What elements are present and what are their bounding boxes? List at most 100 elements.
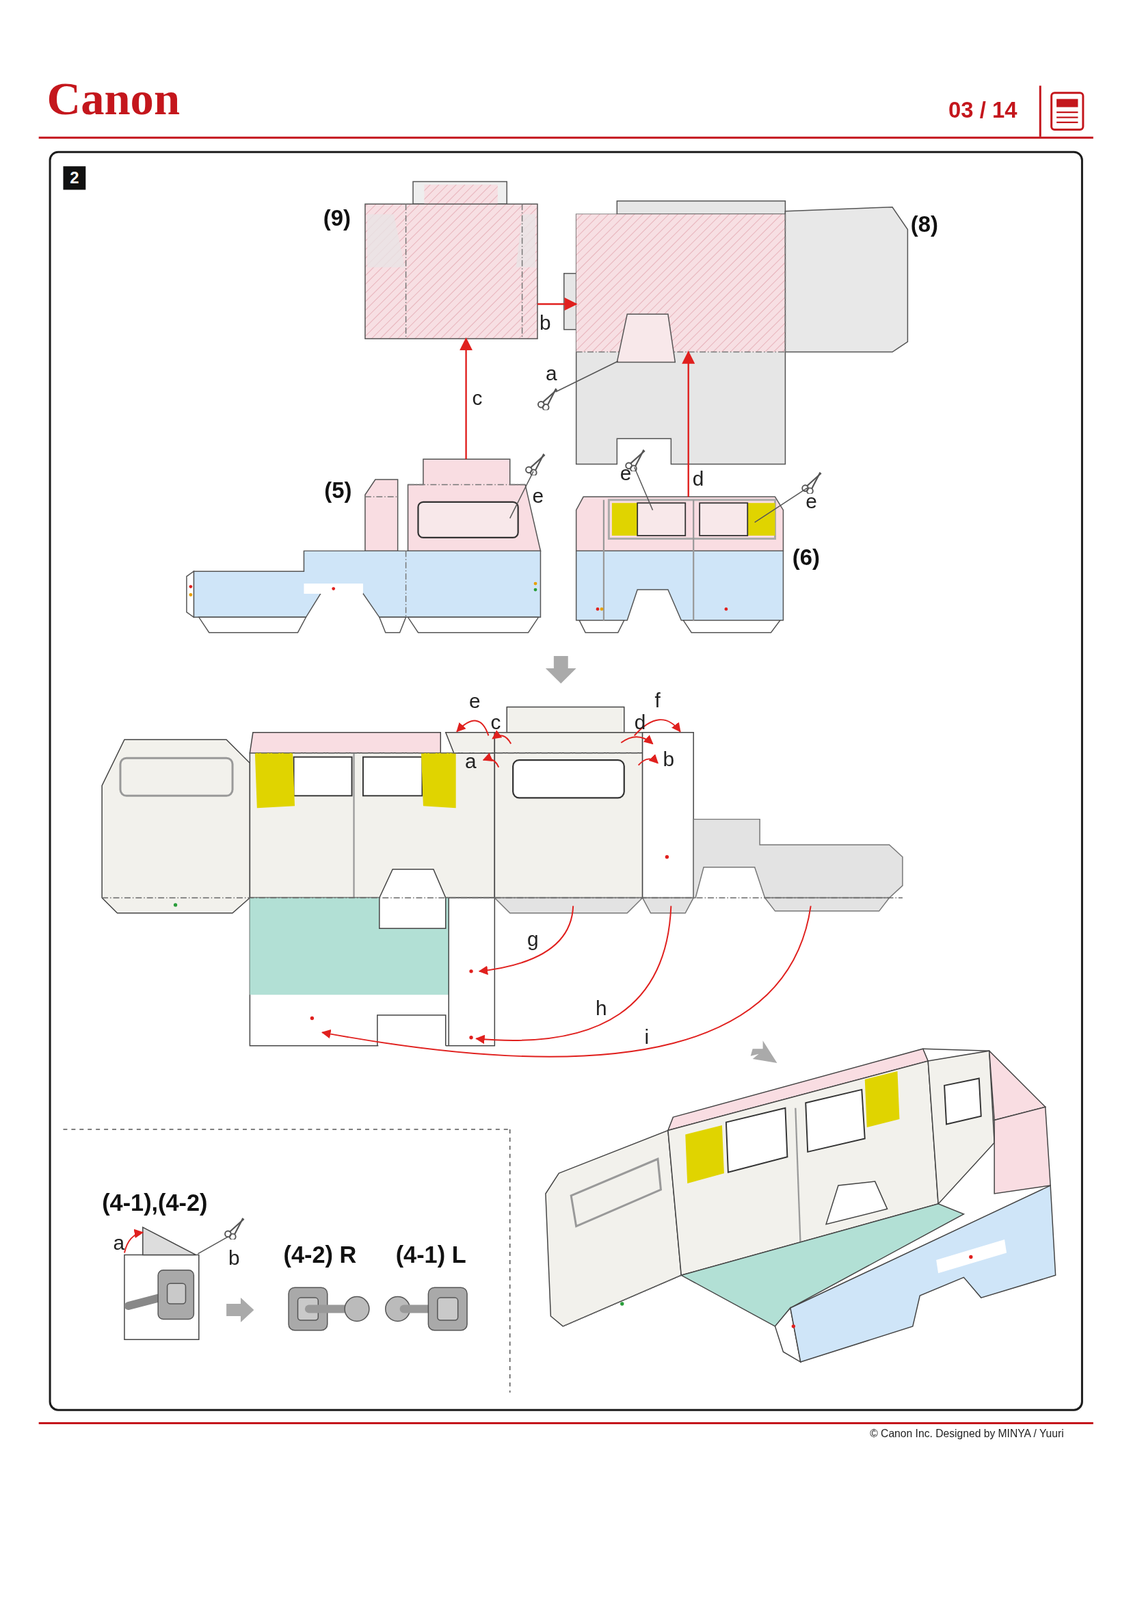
mirror-plate bbox=[437, 1297, 459, 1320]
glue-dot bbox=[331, 586, 336, 591]
glue-dot bbox=[534, 581, 538, 586]
mirror-flap bbox=[142, 1226, 197, 1255]
page-icon bbox=[1051, 92, 1084, 130]
mirror-arm bbox=[309, 1304, 349, 1313]
side-panel bbox=[576, 550, 784, 620]
part-nine: (9) bbox=[365, 203, 538, 339]
wheel-notch bbox=[378, 1014, 446, 1047]
step-letter: h bbox=[595, 997, 608, 1019]
step-letter: a bbox=[113, 1232, 126, 1253]
leader-line bbox=[754, 487, 809, 523]
page-icon-bar bbox=[1056, 99, 1078, 108]
part-number: (6) bbox=[792, 546, 820, 569]
window bbox=[294, 756, 353, 796]
end-panel bbox=[494, 752, 643, 898]
glue-dot bbox=[310, 1016, 314, 1020]
step-letter: c bbox=[490, 711, 501, 733]
part-outline bbox=[576, 214, 786, 464]
step-letter: e bbox=[469, 690, 481, 712]
fold-arrow bbox=[638, 759, 658, 766]
glue-tab bbox=[413, 181, 507, 204]
assembly-arrow bbox=[687, 352, 690, 498]
window-outline bbox=[120, 757, 233, 796]
mirror-plate bbox=[167, 1282, 186, 1304]
step-letter: i bbox=[644, 1025, 650, 1047]
part-number: (4-2) R bbox=[283, 1243, 357, 1267]
roof-panel bbox=[365, 479, 398, 551]
panel-line bbox=[795, 1107, 801, 1248]
fold-arrow bbox=[322, 905, 811, 1056]
glue-dot bbox=[596, 607, 600, 611]
glue-area bbox=[576, 214, 786, 352]
window bbox=[805, 1089, 866, 1152]
scissors-symbol bbox=[802, 471, 822, 494]
glue-tab bbox=[379, 616, 407, 632]
fold-line bbox=[576, 351, 786, 353]
tape bbox=[255, 752, 295, 809]
part-number: (9) bbox=[323, 207, 351, 230]
fold-line bbox=[521, 203, 523, 339]
mirror-mount bbox=[344, 1296, 370, 1322]
fold-arrow bbox=[620, 736, 653, 744]
glue-tab bbox=[408, 616, 539, 632]
glue-dot bbox=[968, 1254, 973, 1259]
glue-tab bbox=[186, 570, 194, 617]
part-number: (5) bbox=[324, 479, 352, 502]
tape-guide bbox=[608, 499, 775, 539]
roof-3d bbox=[923, 1048, 1046, 1120]
part-outline bbox=[365, 203, 538, 339]
glue-tab bbox=[765, 897, 890, 911]
fold-line bbox=[101, 897, 903, 898]
tape bbox=[865, 1070, 900, 1127]
side-flap bbox=[367, 214, 405, 268]
part-number: (4-1),(4-2) bbox=[101, 1191, 208, 1215]
glue-dot bbox=[665, 854, 669, 859]
panel-line bbox=[352, 752, 355, 898]
glue-tab bbox=[683, 620, 781, 633]
page-icon-line bbox=[1056, 116, 1078, 118]
glue-tab bbox=[494, 897, 643, 913]
scissors-symbol bbox=[538, 388, 558, 411]
fold-line bbox=[784, 214, 786, 352]
glue-area bbox=[423, 184, 498, 204]
roof-strip bbox=[494, 732, 643, 753]
glue-tab bbox=[616, 201, 785, 215]
mirror-sheet bbox=[124, 1254, 199, 1339]
end-wall-3d bbox=[927, 1050, 995, 1204]
divider bbox=[62, 1128, 510, 1129]
glue-dot bbox=[469, 968, 473, 973]
panel-line bbox=[603, 499, 605, 621]
wheel-notch bbox=[826, 1180, 887, 1224]
glue-tab bbox=[564, 273, 577, 330]
mirror-plate bbox=[428, 1286, 468, 1330]
window bbox=[512, 759, 625, 798]
glue-dot bbox=[600, 607, 604, 611]
leader-line bbox=[555, 361, 619, 392]
leader-line bbox=[197, 1236, 229, 1254]
glue-dot bbox=[189, 584, 193, 589]
step-arrow bbox=[545, 655, 577, 684]
fold-line bbox=[405, 203, 407, 339]
tape bbox=[421, 752, 457, 809]
part-number: (4-1) L bbox=[395, 1243, 467, 1267]
step-letter: b bbox=[662, 748, 675, 770]
white-strip bbox=[303, 583, 364, 594]
side-panel bbox=[576, 496, 784, 551]
notch-outline bbox=[377, 1014, 446, 1046]
window-cutout bbox=[699, 502, 748, 536]
step-letter: a bbox=[464, 750, 477, 772]
glue-dot bbox=[724, 607, 729, 611]
edge-letter: b bbox=[539, 311, 552, 333]
panel-line bbox=[692, 499, 695, 621]
copyright-note: © Canon Inc. Designed by MINYA / Yuuri bbox=[869, 1427, 1064, 1439]
window-outline bbox=[570, 1158, 661, 1226]
leader-line bbox=[510, 471, 534, 519]
white-strip bbox=[936, 1239, 1007, 1273]
part-six: (6) bbox=[576, 496, 784, 620]
fold-arrow bbox=[492, 735, 511, 744]
fold-line bbox=[408, 484, 526, 485]
